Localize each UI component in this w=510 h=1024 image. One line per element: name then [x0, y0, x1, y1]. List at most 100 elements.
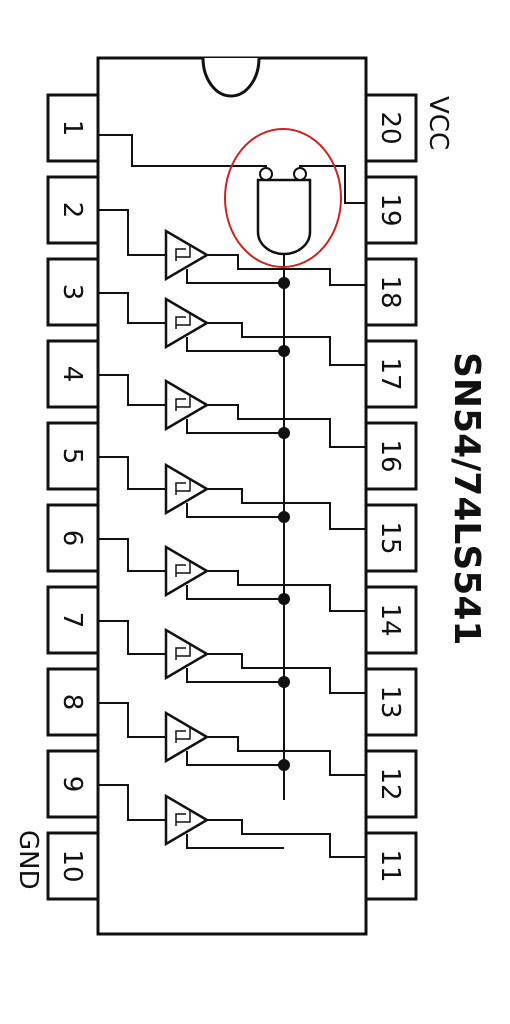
pin-box	[364, 831, 418, 901]
enable-tap-wire	[186, 585, 284, 600]
junction-dot-icon	[278, 511, 290, 523]
pin-box	[364, 339, 418, 409]
enable-tap-wire	[186, 419, 284, 434]
pin-number: 13	[375, 685, 405, 718]
vcc-label: VCC	[423, 96, 453, 150]
pin-number: 14	[375, 603, 405, 636]
pin19-enable-wire	[299, 165, 366, 204]
highlight-circle	[224, 128, 342, 268]
input-wire	[98, 209, 166, 256]
right-pin-column: 20 19 18 17 16 15 14 13 12 11	[364, 93, 418, 901]
pin-box	[364, 503, 418, 573]
pin-7: 7	[46, 585, 100, 655]
junction-dot-icon	[278, 345, 290, 357]
pin-box	[364, 667, 418, 737]
pin-number: 11	[375, 849, 405, 882]
enable-tap-wire	[186, 668, 284, 683]
buffer-icon	[164, 296, 210, 350]
buffer-icon	[164, 228, 210, 282]
pin-20: 20	[364, 93, 418, 163]
output-wire	[207, 322, 366, 366]
enable-tap-wire	[186, 337, 284, 352]
pin-number: 1	[57, 120, 87, 137]
pin-6: 6	[46, 503, 100, 573]
gnd-label: GND	[13, 830, 43, 890]
junction-dot-icon	[278, 427, 290, 439]
pin-9: 9	[46, 749, 100, 819]
pin-number: 6	[57, 530, 87, 547]
enable-tap-wire	[186, 834, 284, 849]
pin-4: 4	[46, 339, 100, 409]
pin-10: 10	[46, 831, 100, 901]
pin-3: 3	[46, 257, 100, 327]
enable-tap-wire	[186, 503, 284, 518]
pin-8: 8	[46, 667, 100, 737]
pin-16: 16	[364, 421, 418, 491]
pin-number: 20	[375, 111, 405, 144]
pin-box	[46, 585, 100, 655]
part-number-label: SN54/74LS541	[446, 352, 487, 645]
pin-number: 7	[57, 612, 87, 629]
buffer-icon	[164, 793, 210, 847]
pin-19: 19	[364, 175, 418, 245]
pin-12: 12	[364, 749, 418, 819]
pin-number: 9	[57, 776, 87, 793]
buffer-icon	[164, 627, 210, 681]
pin-2: 2	[46, 175, 100, 245]
junction-dot-icon	[278, 759, 290, 771]
chip-body	[96, 56, 368, 936]
output-wire	[207, 736, 366, 776]
pin-15: 15	[364, 503, 418, 573]
pin-box	[46, 831, 100, 901]
output-wire	[207, 254, 366, 286]
output-wire	[207, 570, 366, 612]
buffer-array	[164, 228, 210, 847]
pin-box	[364, 257, 418, 327]
pin-1: 1	[46, 93, 100, 163]
pin-box	[364, 421, 418, 491]
pin-number: 16	[375, 439, 405, 472]
pin-17: 17	[364, 339, 418, 409]
buffer-icon	[164, 462, 210, 516]
enable-tap-wire	[186, 751, 284, 766]
input-wire	[98, 374, 166, 406]
pin-11: 11	[364, 831, 418, 901]
pin1-enable-wire	[98, 134, 267, 168]
pin-box	[364, 93, 418, 163]
input-wire	[98, 456, 166, 490]
input-wire	[98, 292, 166, 324]
pin-number: 19	[375, 193, 405, 226]
pin-box	[46, 175, 100, 245]
internal-wiring	[98, 134, 366, 858]
pin-number: 5	[57, 448, 87, 465]
output-wire	[207, 653, 366, 694]
buffer-icon	[164, 710, 210, 764]
pin-box	[46, 93, 100, 163]
output-wire	[207, 404, 366, 448]
pin-number: 17	[375, 357, 405, 390]
input-wire	[98, 784, 166, 821]
pin-5: 5	[46, 421, 100, 491]
pin-box	[46, 421, 100, 491]
junction-dot-icon	[278, 593, 290, 605]
pin-13: 13	[364, 667, 418, 737]
pin-box	[364, 749, 418, 819]
pin-number: 10	[57, 849, 87, 882]
pin-number: 3	[57, 284, 87, 301]
enable-junctions	[278, 277, 290, 771]
enable-gate-icon	[256, 167, 312, 256]
pin-number: 2	[57, 202, 87, 219]
input-wire	[98, 538, 166, 572]
pin-box	[364, 175, 418, 245]
pin-box	[364, 585, 418, 655]
input-wire	[98, 620, 166, 655]
chip-notch	[201, 57, 261, 98]
pin-number: 15	[375, 521, 405, 554]
enable-tap-wire	[186, 269, 284, 284]
buffer-icon	[164, 378, 210, 432]
pin-14: 14	[364, 585, 418, 655]
pin-number: 18	[375, 275, 405, 308]
left-pin-column: 1 2 3 4 5 6 7 8 9 10	[46, 93, 100, 901]
pin-box	[46, 503, 100, 573]
pin-number: 4	[57, 366, 87, 383]
